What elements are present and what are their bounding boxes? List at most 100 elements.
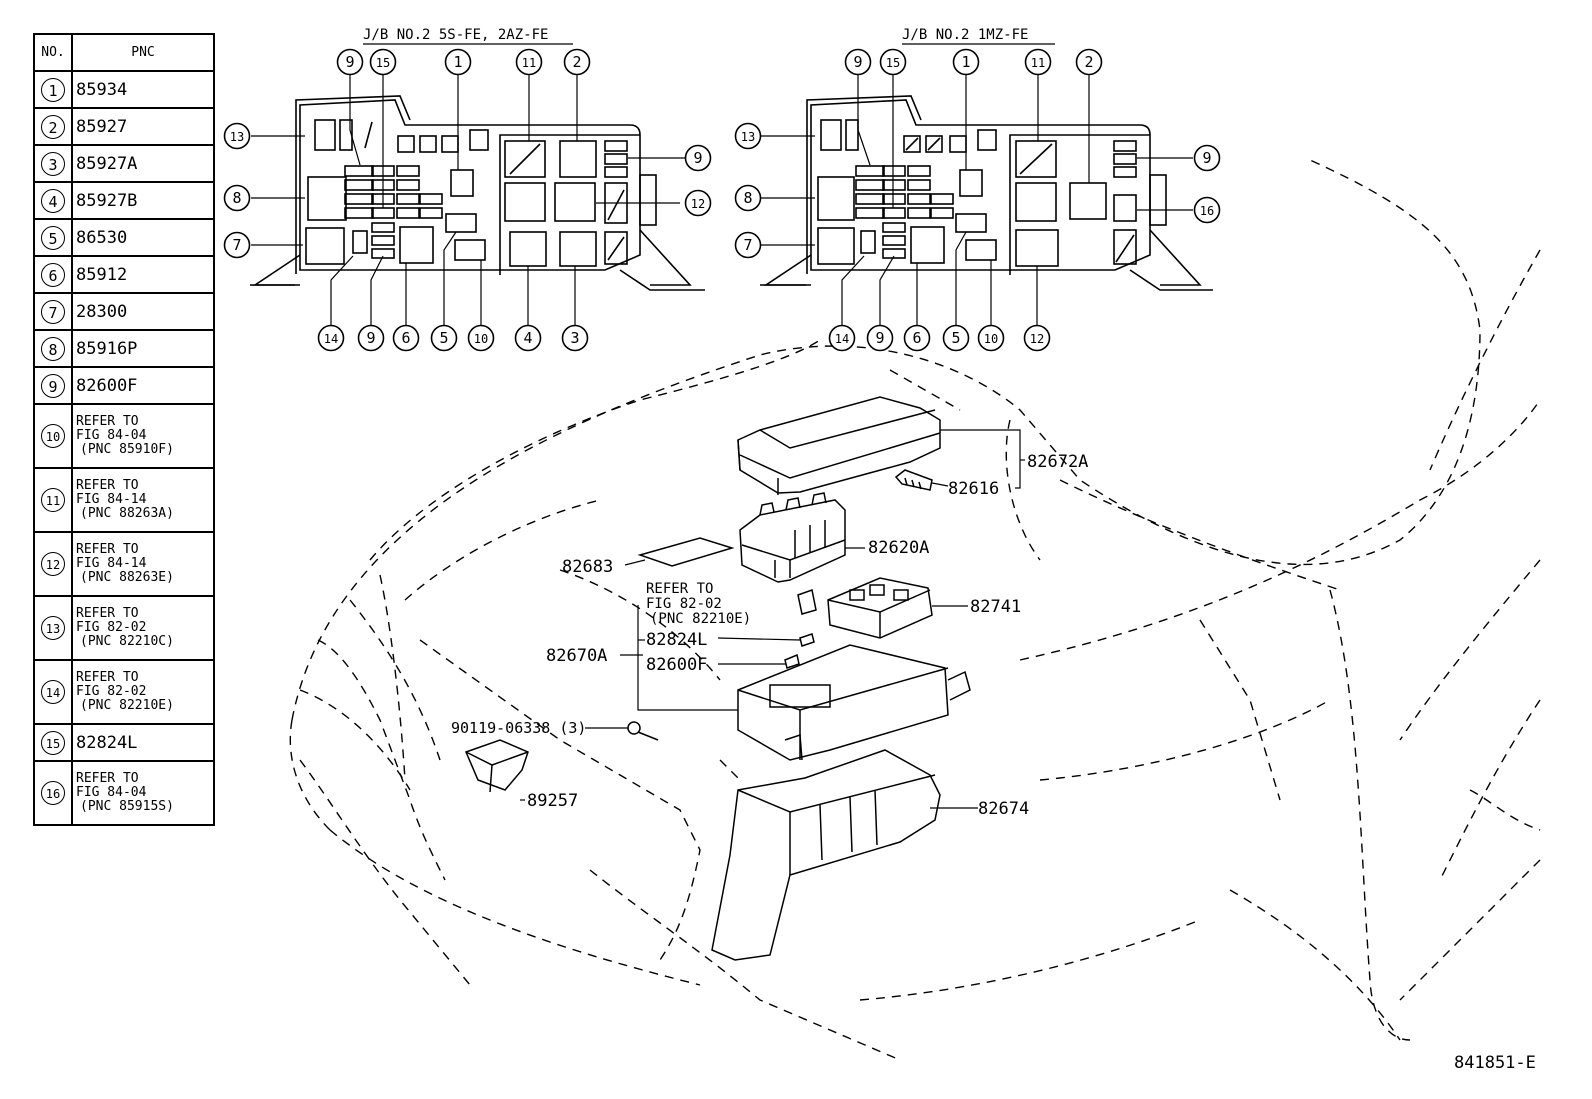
callout-number: 11 [1031,56,1045,70]
small-relay-part [797,589,817,615]
callout-7: 7 [223,231,251,259]
refer-line: (PNC 82210C) [80,634,174,649]
callout-number: 14 [324,332,338,346]
callout-circle [1024,48,1052,76]
callout-circle [866,324,894,352]
callout-number: 3 [570,329,579,347]
label-82824L: 82824L [646,630,707,650]
refer-line: (PNC 88263E) [80,570,174,585]
callout-number: 7 [743,236,752,254]
callout-number: 9 [1202,149,1211,167]
callout-7: 7 [734,231,762,259]
jb-leader-lines [251,72,1193,328]
callout-13: 13 [223,122,251,150]
callout-9: 9 [684,144,712,172]
callout-circle [430,324,458,352]
row-number-circle: 9 [41,373,65,398]
callout-circle [1193,144,1221,172]
callout-2: 2 [1075,48,1103,76]
callout-9: 9 [844,48,872,76]
row-number-cell: 15 [33,723,73,762]
callout-circle [879,48,907,76]
label-82600F: 82600F [646,655,707,675]
callout-number: 9 [366,329,375,347]
callout-circle [952,48,980,76]
label-82670A: 82670A [546,646,607,666]
relay-part [464,739,529,793]
refer-line: REFER TO [76,670,139,685]
part-leader-lines [520,429,1025,809]
callout-circle [684,189,712,217]
row-pnc-cell: 85916P [71,329,215,368]
row-number-cell: 10 [33,403,73,469]
refer-line: FIG 84-14 [76,556,147,571]
callout-number: 16 [1200,204,1214,218]
exploded-parts [464,396,971,961]
refer-line: REFER TO [76,414,139,429]
callout-number: 14 [835,332,849,346]
row-number-cell: 5 [33,218,73,257]
row-number-cell: 2 [33,107,73,146]
label-82741: 82741 [970,597,1021,617]
callout-13: 13 [734,122,762,150]
callout-number: 9 [853,53,862,71]
row-number-circle: 15 [41,730,65,755]
callout-circle [223,184,251,212]
label-82616: 82616 [948,479,999,499]
refer-line1: REFER TO [646,581,713,597]
fuse-puller-part [894,469,933,491]
callout-circle [223,231,251,259]
row-pnc-cell: 85912 [71,255,215,294]
callout-9: 9 [1193,144,1221,172]
row-number-circle: 1 [41,77,65,102]
refer-line2: FIG 82-02 [646,596,722,612]
pnc-table-header: NO. PNC [33,33,215,72]
callout-circle [828,324,856,352]
refer-line: REFER TO [76,478,139,493]
callout-number: 2 [572,53,581,71]
row-number-circle: 3 [41,151,65,176]
callout-circle [369,48,397,76]
callout-5: 5 [430,324,458,352]
refer-line: FIG 84-04 [76,428,147,443]
refer-line: REFER TO [76,606,139,621]
callout-number: 8 [232,189,241,207]
callout-6: 6 [903,324,931,352]
jb-left-diagram [250,95,705,291]
callout-circle [444,48,472,76]
junction-box-part [737,644,971,761]
jb-left-title: J/B NO.2 5S-FE, 2AZ-FE [363,27,548,43]
callout-circle [684,144,712,172]
callout-number: 15 [376,56,390,70]
callout-circle [561,324,589,352]
row-number-cell: 6 [33,255,73,294]
bolt-part [627,721,659,741]
callout-number: 1 [961,53,970,71]
callout-number: 9 [693,149,702,167]
row-number-circle: 13 [41,616,65,640]
callout-15: 15 [879,48,907,76]
callout-circle [317,324,345,352]
callout-circle [734,122,762,150]
callout-circle [515,48,543,76]
fuse-f-part [784,653,800,669]
callout-number: 11 [522,56,536,70]
jb-right-title: J/B NO.2 1MZ-FE [902,27,1028,43]
callout-number: 6 [912,329,921,347]
callout-14: 14 [317,324,345,352]
refer-line3: (PNC 82210E) [650,611,751,627]
callout-circle [563,48,591,76]
